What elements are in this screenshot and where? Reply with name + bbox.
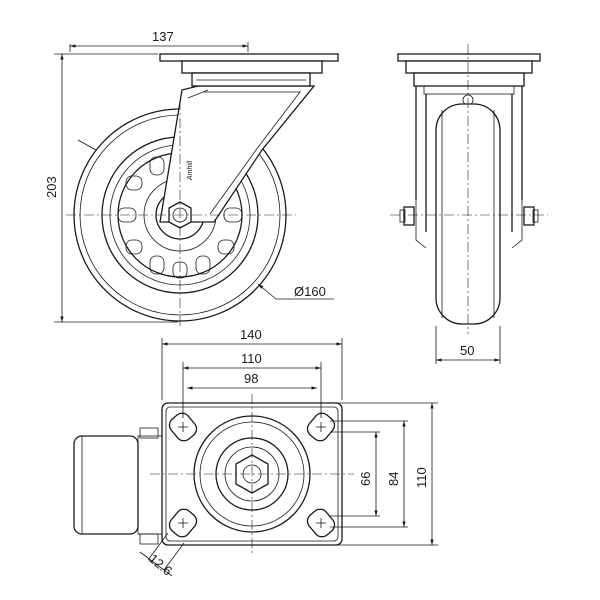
dim-diameter-label: Ø160 xyxy=(294,284,326,299)
dim-140-label: 140 xyxy=(240,327,262,342)
dim-12-6-label: 12.6 xyxy=(146,551,175,579)
front-view: 50 xyxy=(390,44,548,364)
brand-mark: Amhill xyxy=(187,160,194,181)
dim-110-horizontal-label: 110 xyxy=(241,351,262,366)
dim-98-label: 98 xyxy=(244,371,258,386)
dim-203-label: 203 xyxy=(44,176,59,198)
dim-137-label: 137 xyxy=(152,29,174,44)
dim-66-label: 66 xyxy=(358,472,373,486)
dim-110-vertical-label: 110 xyxy=(414,467,429,488)
top-view: 140 110 98 66 84 110 12.6 xyxy=(73,327,438,579)
dim-84-label: 84 xyxy=(386,472,401,486)
dim-50-label: 50 xyxy=(460,343,474,358)
side-view: Amhill 137 203 Ø160 xyxy=(44,29,339,328)
